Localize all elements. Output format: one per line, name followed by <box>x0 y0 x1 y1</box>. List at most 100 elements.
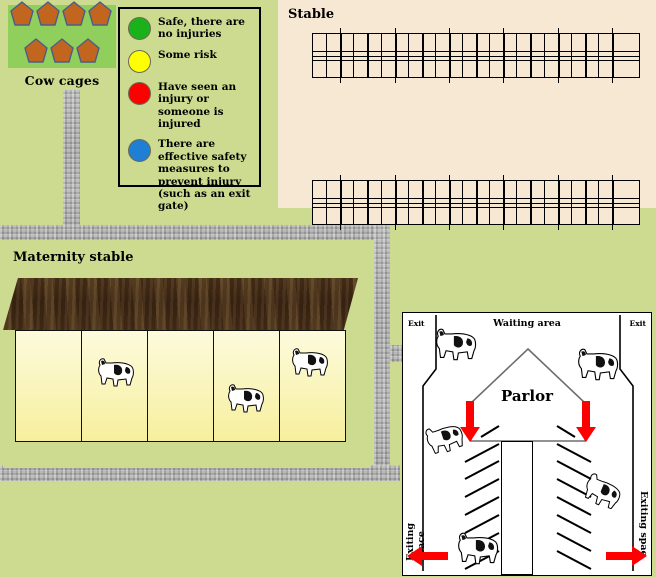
stall-tick <box>395 28 396 35</box>
stall-divider <box>367 181 369 224</box>
cow-icon <box>584 473 621 509</box>
stall-sub-divider <box>489 34 490 77</box>
stall-divider <box>422 34 424 77</box>
stall-tick <box>340 28 341 35</box>
stall-divider <box>395 181 397 224</box>
maternity-stall-4[interactable] <box>214 331 280 441</box>
stall-divider <box>585 181 587 224</box>
arrow-down-right-icon <box>576 401 596 442</box>
stall-tick <box>612 28 613 35</box>
maternity-title: Maternity stable <box>13 250 134 265</box>
stall-tick <box>558 175 559 182</box>
stall-tick <box>558 223 559 230</box>
stall-divider <box>367 34 369 77</box>
maternity-stall-1[interactable] <box>16 331 82 441</box>
cow-icon <box>98 358 134 387</box>
legend-box: Safe, there are no injuries Some risk Ha… <box>118 7 261 212</box>
stall-sub-divider <box>571 34 572 77</box>
stall-tick <box>340 175 341 182</box>
stall-tick <box>503 28 504 35</box>
arrow-left-exit-icon <box>407 546 448 566</box>
stall-tick <box>395 175 396 182</box>
stall-divider <box>476 34 478 77</box>
cage-shapes <box>10 1 112 63</box>
stall-sub-divider <box>516 34 517 77</box>
stall-tick <box>395 223 396 230</box>
stall-tick <box>340 76 341 83</box>
stable-upper-stall-row <box>312 28 640 83</box>
stall-divider <box>422 181 424 224</box>
stall-tick <box>395 76 396 83</box>
stable-title: Stable <box>288 7 335 22</box>
legend-label-injury: Have seen an injury or someone is injure… <box>158 80 237 131</box>
red-dot-icon <box>128 81 151 105</box>
stable-lower-stall-row <box>312 175 640 230</box>
stall-tick <box>340 223 341 230</box>
stall-divider <box>395 34 397 77</box>
maternity-stall-2[interactable] <box>82 331 148 441</box>
maternity-stall-5[interactable] <box>280 331 345 441</box>
maternity-stall-row <box>15 330 346 442</box>
stall-sub-divider <box>489 181 490 224</box>
path-horizontal-mid <box>0 225 390 240</box>
stall-sub-divider <box>462 34 463 77</box>
stall-divider <box>558 181 560 224</box>
green-dot-icon <box>128 17 151 40</box>
stall-tick <box>558 76 559 83</box>
stall-tick <box>449 28 450 35</box>
stall-tick <box>612 76 613 83</box>
stall-sub-divider <box>435 181 436 224</box>
stall-sub-divider <box>326 181 327 224</box>
maternity-stall-3[interactable] <box>148 331 214 441</box>
stall-sub-divider <box>353 34 354 77</box>
parlor-label: Parlor <box>500 387 554 405</box>
cow-icon <box>436 328 477 361</box>
stall-sub-divider <box>408 181 409 224</box>
stall-divider <box>612 181 614 224</box>
stall-tick <box>612 175 613 182</box>
path-horizontal-bottom <box>0 465 400 481</box>
stall-sub-divider <box>381 34 382 77</box>
waiting-area-label: Waiting area <box>493 318 561 329</box>
stall-divider <box>530 34 532 77</box>
stall-divider <box>449 34 451 77</box>
stall-sub-divider <box>435 34 436 77</box>
stall-sub-divider <box>516 181 517 224</box>
legend-label-some-risk: Some risk <box>158 48 217 61</box>
stall-tick <box>503 76 504 83</box>
stall-sub-divider <box>353 181 354 224</box>
legend-item-safety-measures: There are effective safety measures to p… <box>128 138 253 212</box>
stall-divider <box>340 34 342 77</box>
stable-panel <box>278 0 656 208</box>
arrow-down-left-icon <box>460 401 480 442</box>
path-vertical-left <box>63 90 80 235</box>
parlor-diagram: Exit Exit Waiting area Parlor <box>402 312 652 576</box>
maternity-roof <box>3 278 358 330</box>
stall-divider <box>503 181 505 224</box>
stall-tick <box>449 76 450 83</box>
stall-divider <box>558 34 560 77</box>
stall-tick <box>612 223 613 230</box>
cow-cage-group <box>8 0 116 70</box>
stall-sub-divider <box>326 34 327 77</box>
cow-icon <box>578 348 619 381</box>
legend-label-safety-measures: There are effective safety measures to p… <box>158 138 251 213</box>
cow-icon <box>292 348 328 377</box>
legend-item-safe: Safe, there are no injuries <box>128 16 253 41</box>
stall-sub-divider <box>381 181 382 224</box>
cow-cages-caption: Cow cages <box>24 73 100 88</box>
stall-tick <box>449 175 450 182</box>
stall-tick <box>503 175 504 182</box>
stall-divider <box>503 34 505 77</box>
stall-sub-divider <box>462 181 463 224</box>
stall-divider <box>585 34 587 77</box>
exit-label-left: Exit <box>408 319 425 328</box>
arrow-right-exit-icon <box>606 546 647 566</box>
stall-divider <box>476 181 478 224</box>
stall-divider <box>612 34 614 77</box>
cow-icon <box>228 384 264 413</box>
cow-icon <box>458 532 499 565</box>
path-vertical-right <box>374 225 390 480</box>
milking-pit <box>501 441 533 575</box>
